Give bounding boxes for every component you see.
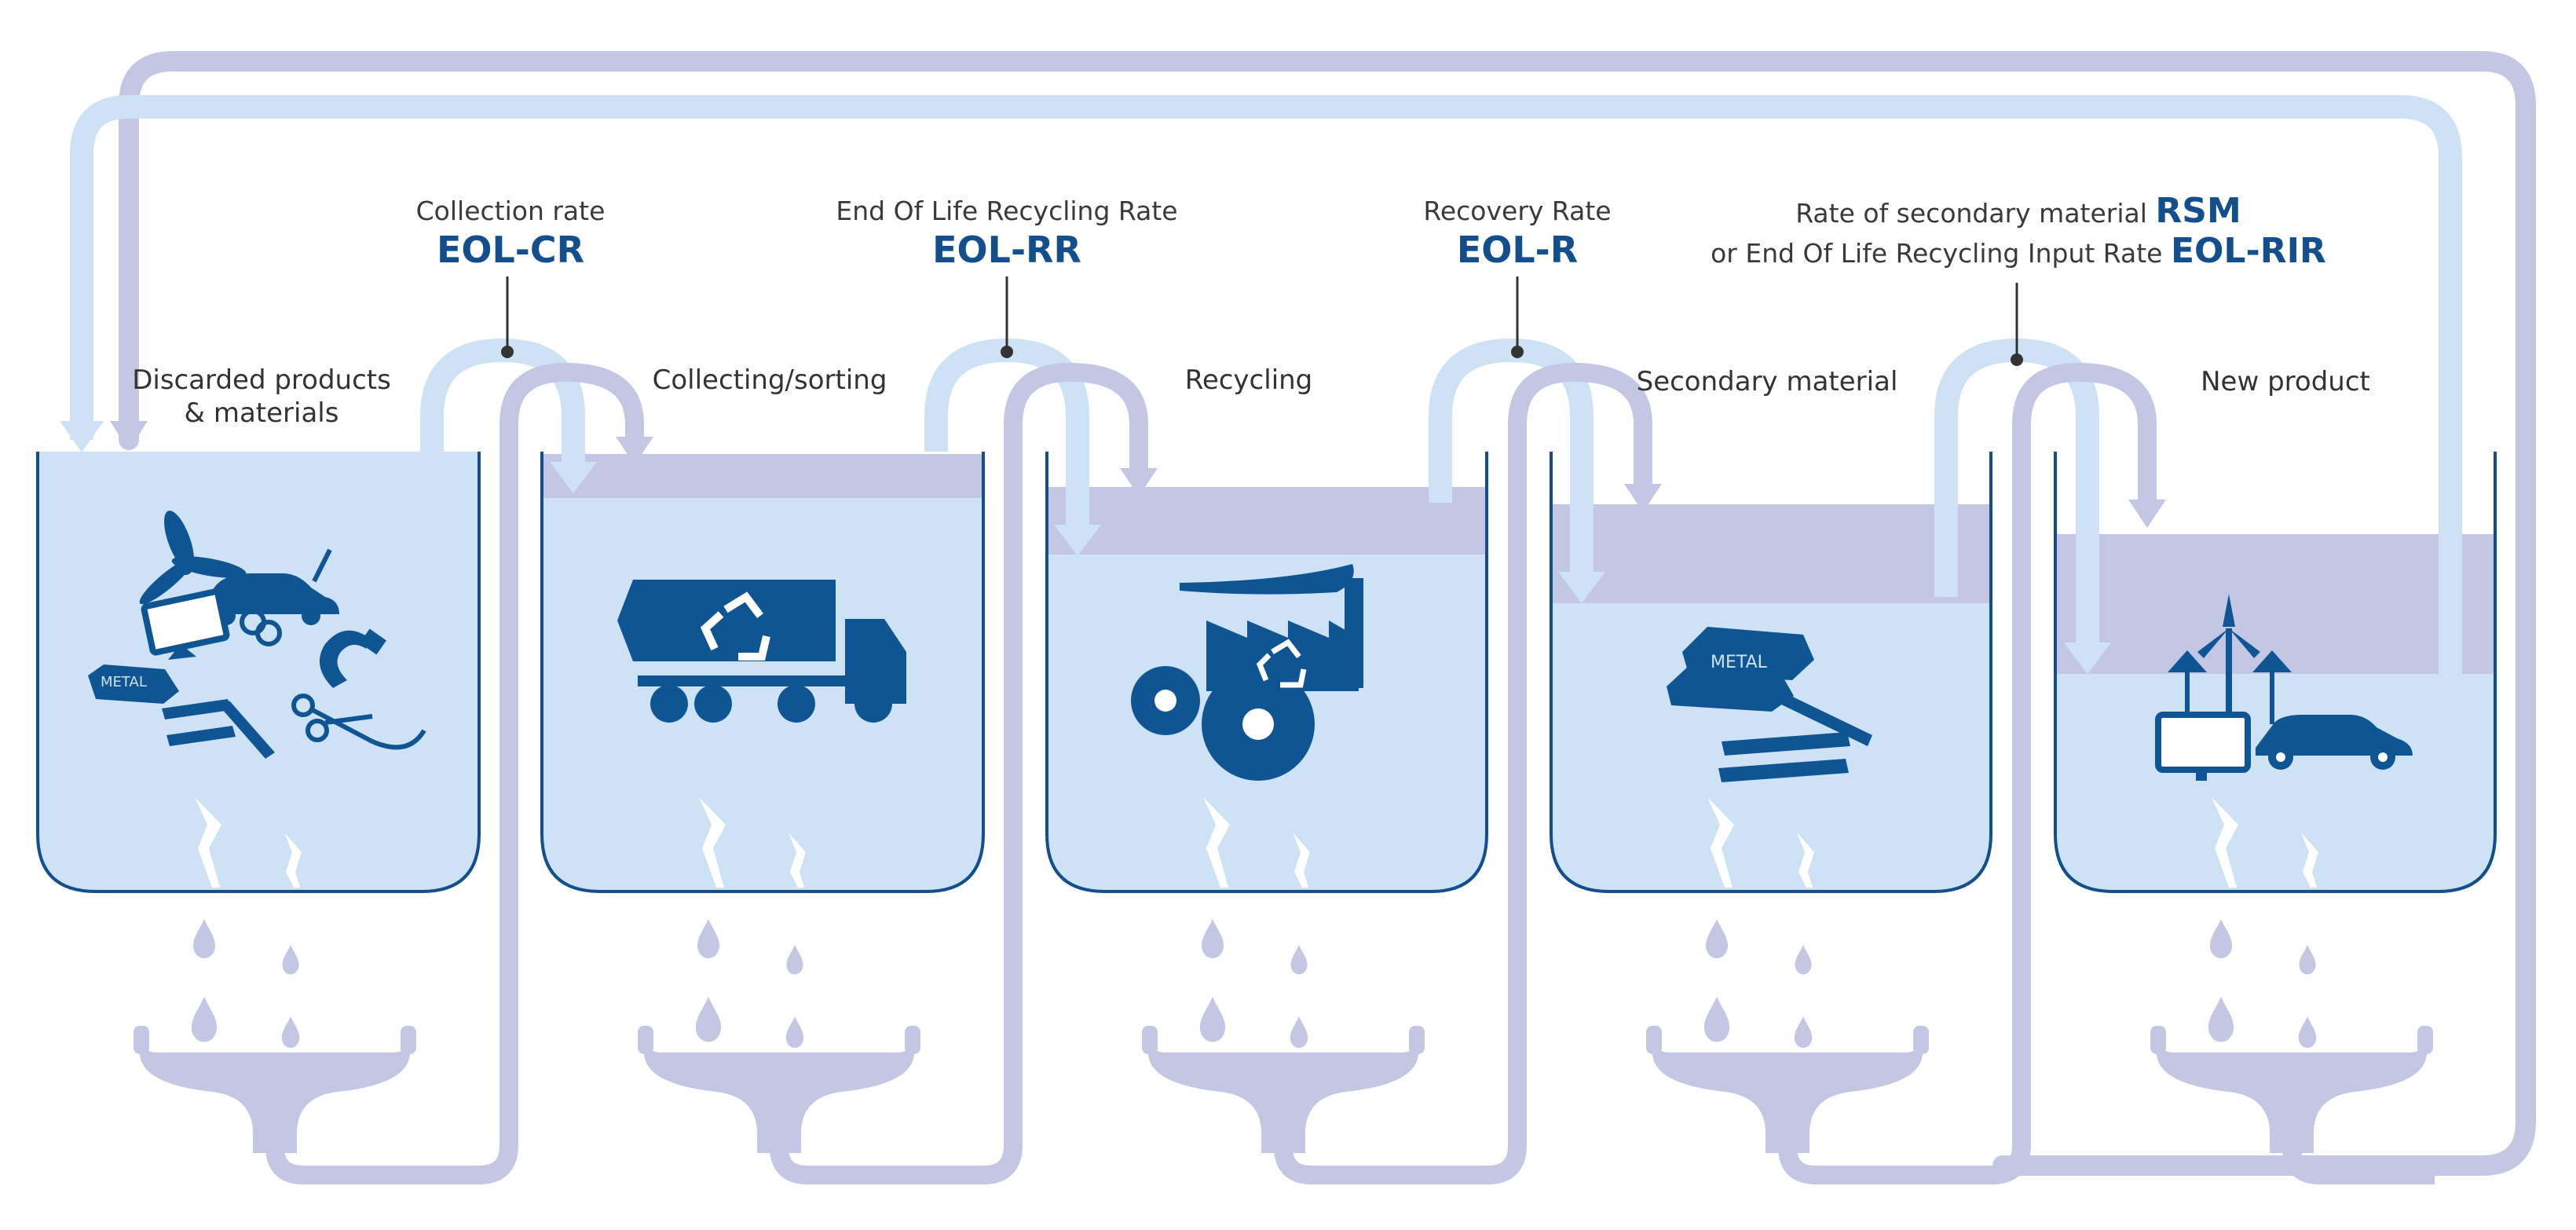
rate-label: Rate of secondary material [1795,198,2147,229]
stage-label: Secondary material [1636,366,1898,397]
rate-label-2: or End Of Life Recycling Input Rate [1711,238,2163,269]
rate-code-2: EOL-RIR [2170,231,2326,271]
stage-collecting: Collecting/sorting [628,364,911,397]
return-loop-lightblue [70,95,2462,683]
lavender-level-2 [542,454,983,498]
leakage-groups [195,797,2318,888]
rate-code: EOL-CR [436,229,585,271]
rate-code: EOL-R [1456,229,1579,271]
rate-label: Recovery Rate [1423,196,1612,226]
rate-code: EOL-RR [932,229,1081,271]
steel-beam-icon [162,699,275,759]
stage-label: Collecting/sorting [652,364,887,396]
return-loop-lavender [119,51,2536,1176]
rate-secondary: Rate of secondary material RSM or End Of… [1673,194,2364,271]
leak-basin-1 [134,919,416,1153]
stage-new-product: New product [2160,365,2411,398]
stage-label-2: & materials [184,397,339,429]
stage-label: New product [2201,366,2370,397]
lavender-level-5 [2055,534,2495,674]
monitor-icon [141,588,230,660]
magnet-icon [319,628,386,688]
stage-secondary: Secondary material [1618,365,1916,398]
coins-icon [240,609,282,646]
car-icon [201,548,339,625]
leak-basin-4 [1646,919,1929,1153]
stage-recycling: Recycling [1139,364,1359,397]
arrowhead-lavender-top [110,421,148,451]
scissors-icon [291,694,426,750]
stage-discarded: Discarded products & materials [116,364,407,430]
rate-connectors [506,276,2018,358]
metal-ingot-icon: METAL [1667,627,1814,712]
rate-recycling: End Of Life Recycling Rate EOL-RR [810,195,1203,272]
rate-collection: Collection rate EOL-CR [377,195,644,272]
lavender-level-4 [1551,504,1991,603]
rate-recovery: Recovery Rate EOL-R [1384,195,1651,272]
propeller-icon [139,511,247,605]
leak-basin-3 [1142,919,1425,1153]
steel-beam-icon [1718,691,1872,782]
svg-text:METAL: METAL [101,674,147,690]
recycling-truck-icon [617,580,906,723]
wind-turbine-icon [2168,594,2292,726]
leak-basin-2 [638,919,920,1153]
rate-label: Collection rate [415,196,606,226]
arrowhead-lightblue-top [60,421,104,452]
stage-label: Discarded products [132,364,391,396]
lavender-level-3 [1047,487,1487,555]
transfer-arches-lavender [265,362,2435,1184]
rate-code: RSM [2155,191,2241,231]
container-1 [38,452,479,891]
rate-label: End Of Life Recycling Rate [836,196,1178,226]
recycle-icon [1256,639,1307,688]
metal-ingot-icon: METAL [88,664,179,704]
recycle-icon [700,591,770,661]
monitor-icon [2155,712,2251,781]
leak-basin-5 [2150,919,2433,1153]
stage-label: Recycling [1184,364,1313,396]
